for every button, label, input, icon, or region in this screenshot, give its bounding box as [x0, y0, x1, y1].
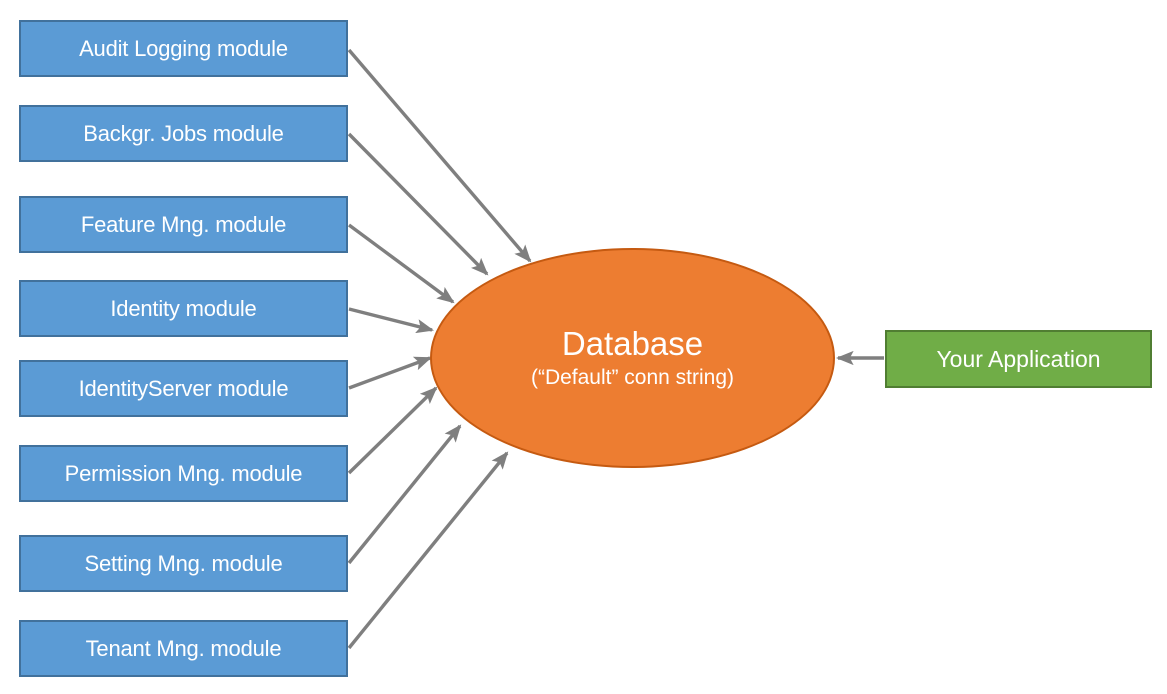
connector-arrow: [348, 356, 432, 390]
connector-arrow: [347, 424, 462, 565]
module-label: Tenant Mng. module: [85, 635, 282, 661]
module-label: Permission Mng. module: [64, 460, 303, 486]
database-title: Database: [561, 325, 704, 363]
connector-arrow: [347, 223, 455, 304]
database-ellipse[interactable]: Database (“Default” conn string): [430, 248, 835, 468]
module-label: Audit Logging module: [79, 35, 288, 61]
module-box-audit-logging[interactable]: Audit Logging module: [19, 20, 348, 77]
module-box-setting-management[interactable]: Setting Mng. module: [19, 535, 348, 592]
connector-arrow: [347, 451, 509, 650]
application-label: Your Application: [936, 345, 1101, 372]
your-application-box[interactable]: Your Application: [885, 330, 1152, 388]
module-box-feature-management[interactable]: Feature Mng. module: [19, 196, 348, 253]
module-box-tenant-management[interactable]: Tenant Mng. module: [19, 620, 348, 677]
module-box-background-jobs[interactable]: Backgr. Jobs module: [19, 105, 348, 162]
module-box-identityserver[interactable]: IdentityServer module: [19, 360, 348, 417]
connector-arrow: [347, 48, 532, 263]
module-label: Setting Mng. module: [84, 550, 283, 576]
module-box-permission-management[interactable]: Permission Mng. module: [19, 445, 348, 502]
connector-arrow: [347, 132, 489, 276]
module-label: Backgr. Jobs module: [83, 120, 284, 146]
module-box-identity[interactable]: Identity module: [19, 280, 348, 337]
connector-arrow: [348, 307, 434, 334]
connector-arrow: [347, 386, 438, 475]
module-label: Identity module: [110, 295, 257, 321]
module-label: IdentityServer module: [78, 375, 289, 401]
database-subtitle: (“Default” conn string): [530, 365, 735, 389]
module-label: Feature Mng. module: [80, 211, 287, 237]
